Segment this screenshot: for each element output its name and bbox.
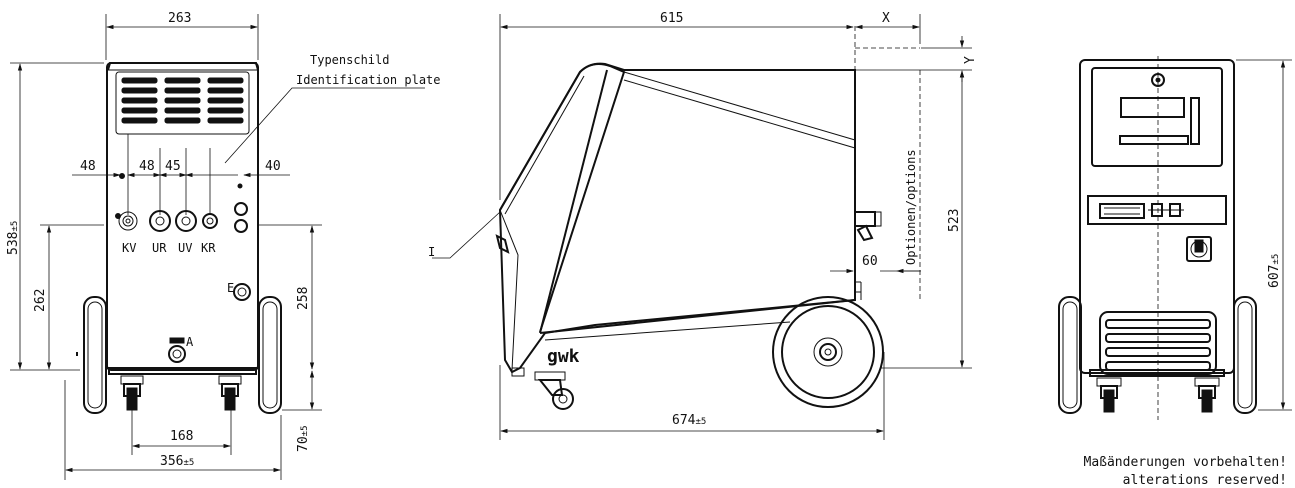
rear-view: 607±5 xyxy=(1058,56,1292,420)
coupling-kv xyxy=(118,211,138,231)
side-caster xyxy=(534,371,574,410)
dim-48-outer: 48 xyxy=(80,159,96,174)
side-wheel-large xyxy=(772,296,884,408)
dim-523: 523 xyxy=(947,209,962,232)
coupling-ur xyxy=(149,210,171,232)
front-caster-left xyxy=(120,375,144,411)
dim-607: 607±5 xyxy=(1267,254,1282,288)
dim-262: 262 xyxy=(33,289,48,312)
side-view: gwk I Optionen/options 615 X xyxy=(428,11,978,440)
front-view: Typenschild Identification plate KV UR U… xyxy=(6,11,441,480)
coupling-uv xyxy=(175,210,197,232)
side-body xyxy=(498,62,856,374)
dim-60: 60 xyxy=(862,254,878,269)
label-i: I xyxy=(428,245,435,259)
dim-356: 356±5 xyxy=(160,454,194,469)
dim-45: 45 xyxy=(165,159,181,174)
dim-y: Y xyxy=(963,56,978,64)
plate-label-de: Typenschild xyxy=(310,53,389,67)
dim-48-inner: 48 xyxy=(139,159,155,174)
rear-wheel-left xyxy=(1058,296,1082,414)
dim-674: 674±5 xyxy=(672,413,706,428)
front-vent-grille xyxy=(115,71,250,135)
dim-40: 40 xyxy=(265,159,281,174)
rear-caster-left xyxy=(1096,377,1122,413)
label-ur: UR xyxy=(152,241,167,255)
dim-263: 263 xyxy=(168,11,191,26)
dim-615: 615 xyxy=(660,11,683,26)
front-caster-right xyxy=(218,375,242,411)
alterations-note: Maßänderungen vorbehalten! alterations r… xyxy=(1084,455,1288,488)
note-en: alterations reserved! xyxy=(1123,473,1287,488)
front-wheel-left xyxy=(83,296,107,414)
side-brand: gwk xyxy=(547,346,580,367)
coupling-kr xyxy=(202,213,218,229)
dim-x: X xyxy=(882,11,890,26)
options-label: Optionen/options xyxy=(904,149,918,265)
front-couplings xyxy=(115,173,248,233)
plate-label-en: Identification plate xyxy=(296,73,441,87)
label-a: A xyxy=(186,335,194,349)
rear-main-switch xyxy=(1186,236,1212,262)
dim-70: 70±5 xyxy=(296,426,311,453)
dim-538: 538±5 xyxy=(6,221,21,255)
connector-e xyxy=(233,283,251,301)
label-e: E xyxy=(227,281,234,295)
rear-control-panel xyxy=(1091,67,1223,167)
rear-wheel-right xyxy=(1233,296,1257,414)
label-uv: UV xyxy=(178,241,192,255)
plate-leader xyxy=(224,87,425,164)
dim-258: 258 xyxy=(296,287,311,310)
label-kv: KV xyxy=(122,241,136,255)
dim-168: 168 xyxy=(170,429,193,444)
rear-caster-right xyxy=(1194,377,1220,413)
front-lid xyxy=(107,62,259,71)
label-kr: KR xyxy=(201,241,216,255)
options-fittings xyxy=(854,211,882,242)
rear-connection-strip xyxy=(1087,195,1227,225)
note-de: Maßänderungen vorbehalten! xyxy=(1084,455,1288,470)
drain-a xyxy=(168,345,186,363)
front-wheel-right xyxy=(258,296,282,414)
